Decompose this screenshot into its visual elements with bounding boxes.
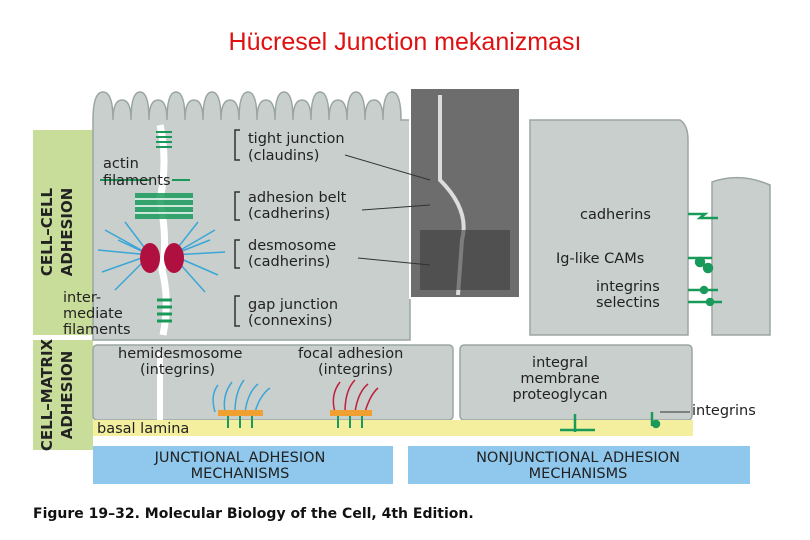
basal-lamina-band [93,420,693,436]
desmosome-label: desmosome [248,238,336,254]
cell-matrix-label-2: ADHESION [58,351,76,440]
figure-caption: Figure 19–32. Molecular Biology of the C… [33,506,474,522]
cell-matrix-label-1: CELL–MATRIX [38,338,56,451]
focal-adhesion-label: focal adhesion [298,346,403,362]
adhesion-belt-label: adhesion belt [248,190,347,206]
proteoglycan-label-3: proteoglycan [512,387,607,403]
intermediate-label-2: mediate [63,306,123,322]
page-title: Hücresel Junction mekanizması [228,28,582,56]
pointer-lines [344,154,431,266]
junction-brackets [234,129,240,327]
actin-label-1: actin [103,156,139,172]
intermediate-label-3: filaments [63,322,131,338]
nonjunctional-label-2: MECHANISMS [529,466,628,482]
tight-junction-strands [156,131,172,148]
junctional-label-1: JUNCTIONAL ADHESION [154,450,326,466]
desmosome [97,221,226,293]
cell-cell-label-2: ADHESION [58,188,76,277]
intermediate-label-1: inter- [63,290,101,306]
nonjunctional-label-1: NONJUNCTIONAL ADHESION [476,450,680,466]
cadherins-label: cadherins [580,207,651,223]
gap-junction-label: gap junction [248,297,338,313]
cell-cell-band [33,130,93,335]
gap-junction [157,298,172,323]
gap-junction-protein: (connexins) [248,313,333,329]
cell-cell-label-1: CELL–CELL [38,187,56,276]
desmosome-protein: (cadherins) [248,254,330,270]
hemidesmosome-protein: (integrins) [140,362,215,378]
integrins-label: integrins [596,279,660,295]
adhesion-belt-protein: (cadherins) [248,206,330,222]
ig-cams-label: Ig-like CAMs [556,251,644,267]
left-cell-tissue [92,91,454,421]
hemidesmosome [212,379,271,428]
selectins-label: selectins [596,295,660,311]
proteoglycan [560,411,690,432]
nonjunctional-molecules [688,212,722,307]
hemidesmosome-label: hemidesmosome [118,346,242,362]
cell-matrix-band [33,340,93,450]
junctional-label-2: MECHANISMS [191,466,290,482]
right-cell-tissue [459,119,771,421]
tight-junction-protein: (claudins) [248,148,319,164]
adhesion-belt [135,193,193,219]
actin-label-2: filaments [103,173,171,189]
focal-adhesion [330,379,379,428]
basal-lamina-label: basal lamina [97,421,189,437]
junctional-mechanisms-band [93,446,393,484]
focal-adhesion-protein: (integrins) [318,362,393,378]
integrins-right-label: integrins [692,403,756,419]
proteoglycan-label-1: integral [532,355,588,371]
nonjunctional-mechanisms-band [408,446,750,484]
tight-junction-label: tight junction [248,131,345,147]
proteoglycan-label-2: membrane [520,371,599,387]
